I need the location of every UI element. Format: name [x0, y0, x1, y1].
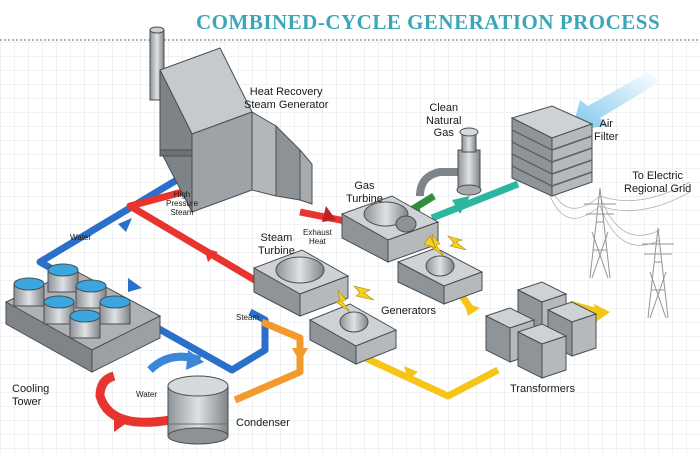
gas-turbine-label-line2: Turbine	[346, 192, 383, 205]
water-arrow-1	[118, 218, 132, 232]
natural-gas-label-line1: Clean	[429, 102, 459, 114]
power-arrow-3	[594, 304, 610, 322]
steam-turbine	[252, 249, 350, 317]
power-arrow-2	[464, 302, 480, 316]
heat-recovery-steam-generator	[149, 26, 313, 213]
exhaust-heat-label-line1: Exhaust	[303, 228, 332, 237]
air-filter-label: Air Filter	[594, 118, 618, 143]
transformers	[484, 281, 598, 379]
gas-turbine-label-line1: Gas	[354, 180, 375, 192]
cooling-tower	[4, 263, 162, 373]
hrsg-label: Heat Recovery Steam Generator	[244, 86, 328, 111]
air-filter-label-line1: Air	[599, 118, 613, 130]
cooling-tower-label-line2: Tower	[12, 395, 42, 408]
natural-gas-label-line2: Natural	[426, 114, 462, 127]
generator-1	[396, 247, 484, 305]
gas-turbine-label: Gas Turbine	[346, 180, 383, 205]
high-pressure-steam-label-line2: Pressure	[166, 199, 199, 209]
grid-label: To Electric Regional Grid	[624, 170, 691, 195]
high-pressure-steam-label-line3: Steam	[170, 208, 194, 218]
transformers-label: Transformers	[510, 383, 575, 395]
steam-arrow-orange	[292, 348, 308, 362]
grid-label-line1: To Electric	[632, 170, 683, 182]
hrsg-label-line2: Steam Generator	[244, 98, 329, 111]
exhaust-heat-label: Exhaust Heat	[303, 228, 332, 246]
natural-gas-label-line3: Gas	[433, 127, 454, 140]
transmission-tower-1	[584, 187, 616, 279]
exhaust-heat-label-line2: Heat	[309, 237, 326, 247]
high-pressure-steam-label-line1: High	[173, 190, 191, 199]
air-filter-label-line2: Filter	[594, 130, 619, 143]
exhaust-arrow	[322, 206, 336, 222]
grid-label-line2: Regional Grid	[624, 182, 692, 195]
natural-gas-valve	[416, 127, 482, 197]
transmission-tower-2	[642, 227, 674, 319]
water-label-top: Water	[70, 233, 92, 242]
air-filter	[510, 105, 594, 197]
cooling-tower-label-line1: Cooling	[12, 383, 50, 395]
steam-turbine-label-line2: Turbine	[258, 244, 295, 257]
steam-turbine-label-line1: Steam	[260, 232, 293, 244]
water-arrow-2	[128, 278, 142, 292]
generator-2	[308, 303, 398, 365]
air-flow-arrow	[572, 72, 660, 130]
steam-label: Steam	[236, 313, 260, 322]
cooling-tower-label: Cooling Tower	[12, 383, 49, 408]
hrsg-label-line1: Heat Recovery	[249, 86, 323, 98]
power-arrow-1	[404, 366, 418, 380]
diagram-title: COMBINED-CYCLE GENERATION PROCESS	[196, 10, 661, 34]
water-label-bottom: Water	[136, 390, 158, 399]
cooling-arrow-blue	[186, 350, 204, 370]
cooling-arrow-red	[114, 412, 128, 432]
air-supply-line	[430, 180, 520, 222]
lightning-icons	[335, 233, 467, 313]
condenser-label: Condenser	[236, 417, 290, 429]
high-pressure-steam-label: High Pressure Steam	[166, 190, 198, 218]
condenser	[167, 375, 229, 445]
natural-gas-label: Clean Natural Gas	[426, 102, 461, 140]
gas-turbine	[340, 195, 440, 263]
air-arrow-teal	[452, 196, 470, 214]
steam-arrow-red	[204, 248, 218, 262]
generators-label: Generators	[381, 305, 437, 317]
cooling-loop-red	[95, 371, 171, 427]
steam-turbine-label: Steam Turbine	[258, 232, 295, 257]
